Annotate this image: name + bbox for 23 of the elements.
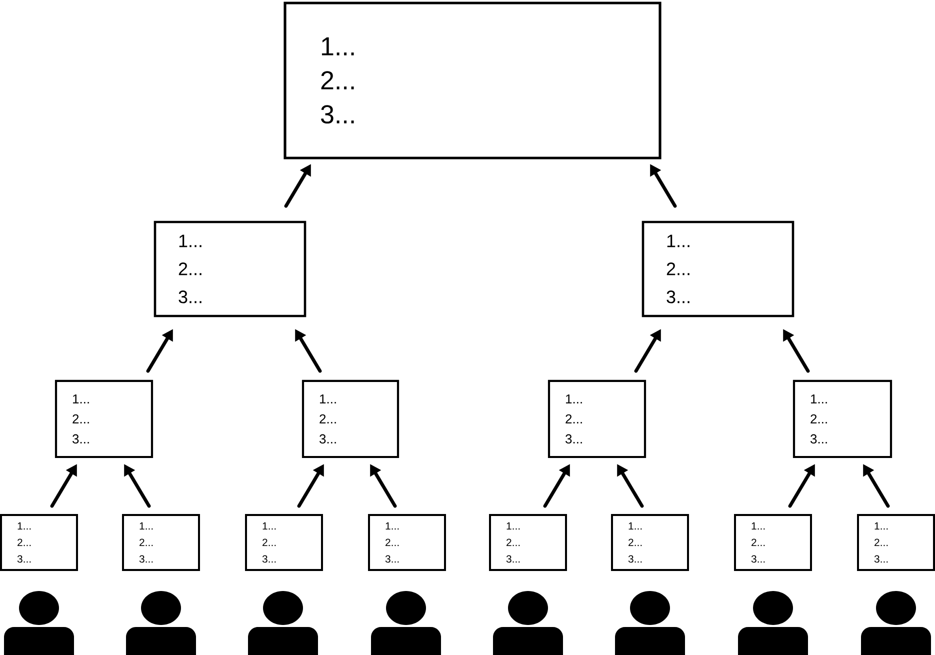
list-box: 1... 2... 3... xyxy=(611,514,689,571)
list-box: 1... 2... 3... xyxy=(857,514,935,571)
person-icon xyxy=(861,590,931,655)
person-icon xyxy=(4,590,74,655)
list-box: 1... 2... 3... xyxy=(548,380,646,458)
list-box: 1... 2... 3... xyxy=(489,514,567,571)
person-icon xyxy=(493,590,563,655)
list-box: 1... 2... 3... xyxy=(642,220,794,318)
person-icon xyxy=(615,590,685,655)
list-box: 1... 2... 3... xyxy=(54,380,154,458)
list-box: 1... 2... 3... xyxy=(122,514,200,571)
list-box: 1... 2... 3... xyxy=(154,220,306,318)
list-box: 1... 2... 3... xyxy=(0,514,78,571)
list-box: 1... 2... 3... xyxy=(302,380,400,458)
list-box: 1... 2... 3... xyxy=(368,514,446,571)
person-icon xyxy=(248,590,318,655)
list-box: 1... 2... 3... xyxy=(284,2,662,160)
list-box: 1... 2... 3... xyxy=(734,514,812,571)
person-icon xyxy=(126,590,196,655)
person-icon xyxy=(371,590,441,655)
list-box: 1... 2... 3... xyxy=(792,380,892,458)
person-icon xyxy=(738,590,808,655)
list-box: 1... 2... 3... xyxy=(245,514,323,571)
